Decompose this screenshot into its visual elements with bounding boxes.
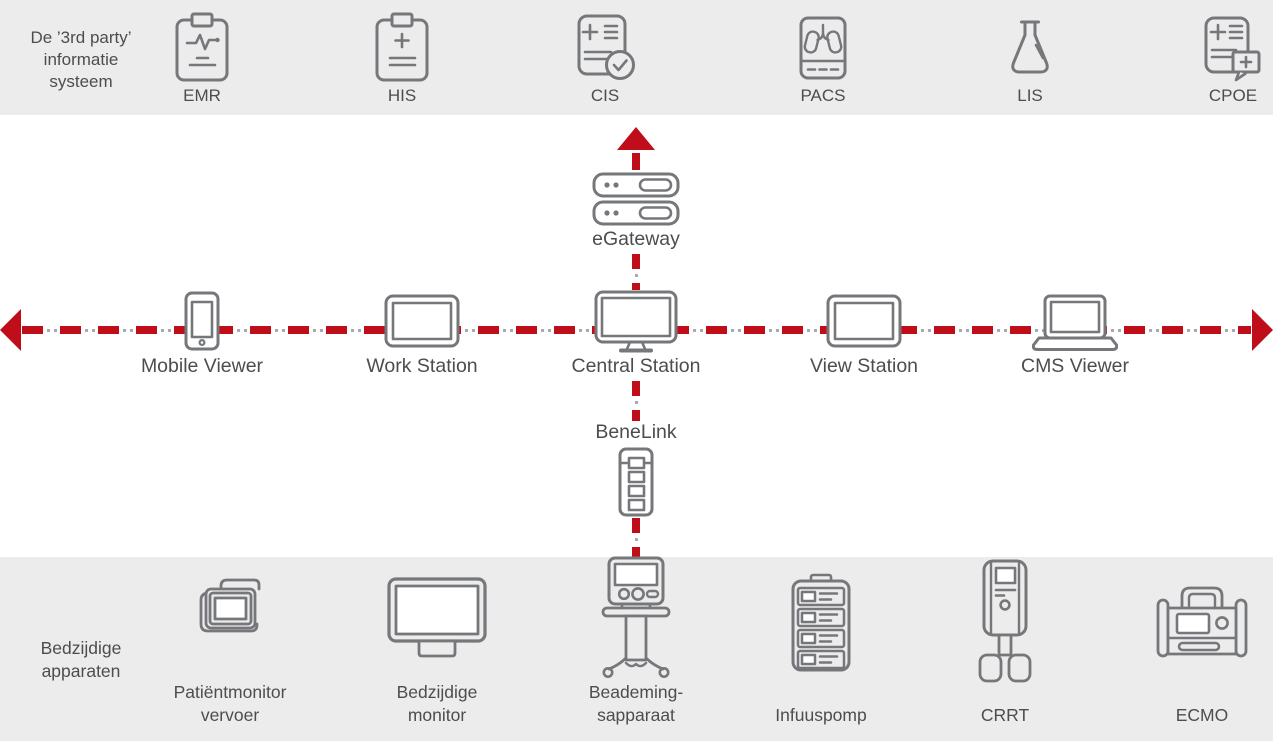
- label-line: Beademing-: [588, 682, 684, 702]
- smartphone-icon: [184, 291, 220, 351]
- module-rack-icon: [617, 447, 655, 517]
- egateway-label: eGateway: [592, 228, 680, 250]
- bedside-title-line2: apparaten: [41, 661, 121, 681]
- label-line: CRRT: [980, 705, 1030, 725]
- system-label-lis: LIS: [1017, 86, 1043, 105]
- device-label-mobile-viewer: Mobile Viewer: [140, 355, 264, 377]
- third-party-title: De ’3rd party’ informatie systeem: [0, 27, 162, 93]
- device-label-ecmo: ECMO: [1102, 679, 1273, 727]
- system-label-emr: EMR: [183, 86, 221, 105]
- clipboard-plus-icon: [373, 6, 431, 84]
- monitor-icon: [594, 290, 678, 354]
- system-lis: LIS: [955, 6, 1105, 106]
- tablet-icon: [384, 294, 460, 348]
- third-party-title-line2: informatie: [43, 50, 119, 69]
- clipboard-ecg-icon: [173, 6, 231, 84]
- label-line: Patiëntmonitor: [173, 682, 287, 702]
- crrt-machine-icon: [972, 559, 1038, 683]
- device-label-view-station: View Station: [809, 355, 919, 377]
- system-his: HIS: [327, 6, 477, 106]
- label-line: sapparaat: [597, 705, 675, 725]
- label-line: ECMO: [1175, 705, 1229, 725]
- label-line: Bedzijdige: [396, 682, 478, 702]
- server-stack-icon: [592, 172, 680, 226]
- device-label-transport-monitor: Patiëntmonitor vervoer: [130, 679, 330, 727]
- label-line: Infuuspomp: [775, 705, 867, 725]
- device-label-bedside-monitor: Bedzijdige monitor: [337, 679, 537, 727]
- device-label-crrt: CRRT: [905, 679, 1105, 727]
- bedside-title: Bedzijdige apparaten: [0, 637, 162, 683]
- tablet-icon: [826, 294, 902, 348]
- system-emr: EMR: [127, 6, 277, 106]
- document-check-icon: [573, 6, 637, 84]
- lungs-tablet-icon: [795, 6, 851, 84]
- benelink-label: BeneLink: [595, 421, 677, 443]
- device-label-infusion-pump: Infuuspomp: [721, 679, 921, 727]
- connector-benelink-ventilator: [632, 518, 640, 558]
- third-party-title-line3: systeem: [49, 72, 113, 91]
- system-cis: CIS: [530, 6, 680, 106]
- left-arrowhead: [0, 309, 21, 351]
- connector-egateway-central: [632, 254, 640, 290]
- system-label-cpoe: CPOE: [1208, 86, 1258, 105]
- third-party-title-line1: De ’3rd party’: [30, 28, 132, 47]
- system-label-his: HIS: [387, 86, 417, 105]
- connector-central-benelink: [632, 381, 640, 421]
- bedside-title-line1: Bedzijdige: [40, 638, 122, 658]
- device-label-ventilator: Beademing- sapparaat: [536, 679, 736, 727]
- device-label-work-station: Work Station: [366, 355, 478, 377]
- system-cpoe: CPOE: [1158, 6, 1273, 106]
- transport-monitor-icon: [197, 576, 263, 642]
- label-line: monitor: [407, 705, 467, 725]
- document-chat-icon: [1202, 6, 1264, 84]
- flask-icon: [1002, 6, 1058, 84]
- bedside-monitor-icon: [387, 577, 487, 661]
- laptop-icon: [1032, 294, 1118, 352]
- system-label-pacs: PACS: [800, 86, 846, 105]
- label-line: vervoer: [200, 705, 260, 725]
- infusion-pump-icon: [789, 572, 853, 674]
- ecmo-machine-icon: [1156, 582, 1248, 662]
- system-pacs: PACS: [748, 6, 898, 106]
- up-arrowhead: [617, 127, 655, 150]
- up-arrow-stem: [632, 153, 640, 170]
- device-label-central-station: Central Station: [571, 355, 701, 377]
- right-arrowhead: [1252, 309, 1273, 351]
- ventilator-icon: [597, 556, 675, 682]
- device-label-cms-viewer: CMS Viewer: [1020, 355, 1129, 377]
- system-label-cis: CIS: [590, 86, 620, 105]
